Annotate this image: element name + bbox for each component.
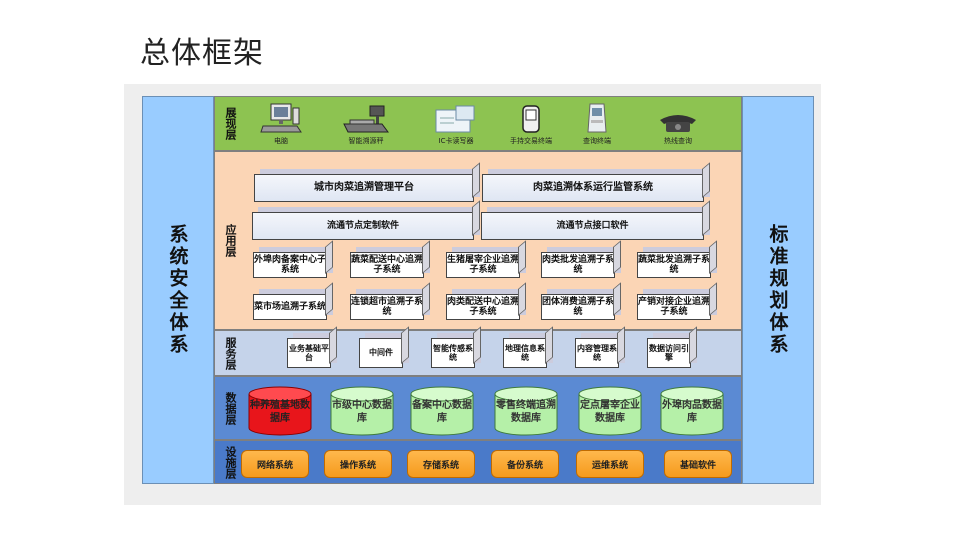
database-label: 备案中心数据库 <box>412 400 472 424</box>
infra-box: 网络系统 <box>241 450 309 478</box>
database-label: 市级中心数据库 <box>332 400 392 424</box>
data-layer-label: 数据层 <box>224 391 237 425</box>
card-reader-icon <box>421 100 491 134</box>
service-box: 中间件 <box>359 338 403 368</box>
subsystem-box: 蔬菜批发追溯子系统 <box>637 252 711 278</box>
database-label: 零售终端追溯数据库 <box>496 400 556 424</box>
service-box: 地理信息系统 <box>503 338 547 368</box>
standard-system-column: 标准规划体系 <box>742 96 814 484</box>
service-box: 数据访问引擎 <box>647 338 691 368</box>
scale-icon <box>331 100 401 134</box>
handheld-icon <box>496 100 566 134</box>
security-system-label: 系统安全体系 <box>166 224 189 356</box>
database-cylinder: 定点屠宰企业数据库 <box>578 386 642 436</box>
device-scale: 智能溯源秤 <box>331 100 401 146</box>
service-box: 智能传感系统 <box>431 338 475 368</box>
database-label: 种养殖基地数据库 <box>250 400 310 424</box>
database-label: 外埠肉品数据库 <box>662 400 722 424</box>
device-label: 热线查询 <box>664 137 692 145</box>
device-card-reader: IC卡读写器 <box>421 100 491 146</box>
device-label: 查询终端 <box>583 137 611 145</box>
platform-box: 城市肉菜追溯管理平台 <box>254 174 474 202</box>
device-label: IC卡读写器 <box>438 137 474 145</box>
device-computer: 电脑 <box>246 100 316 146</box>
subsystem-box: 连锁超市追溯子系统 <box>350 294 424 320</box>
subsystem-box: 菜市场追溯子系统 <box>253 294 327 320</box>
subsystem-box: 生猪屠宰企业追溯子系统 <box>446 252 520 278</box>
database-cylinder: 市级中心数据库 <box>330 386 394 436</box>
device-label: 智能溯源秤 <box>348 137 384 145</box>
standard-system-label: 标准规划体系 <box>766 224 789 356</box>
subsystem-box: 肉类配送中心追溯子系统 <box>446 294 520 320</box>
infra-box: 运维系统 <box>576 450 644 478</box>
subsystem-box: 外埠肉备案中心子系统 <box>253 252 327 278</box>
subsystem-box: 肉类批发追溯子系统 <box>541 252 615 278</box>
display-layer: 展现层 <box>214 96 742 151</box>
infra-box: 存储系统 <box>407 450 475 478</box>
computer-icon <box>246 100 316 134</box>
device-label: 手持交易终端 <box>510 137 552 145</box>
infra-box: 备份系统 <box>491 450 559 478</box>
platform-box: 肉菜追溯体系运行监管系统 <box>482 174 704 202</box>
database-cylinder: 零售终端追溯数据库 <box>494 386 558 436</box>
service-layer-label: 服务层 <box>224 336 237 370</box>
kiosk-icon <box>562 100 632 134</box>
database-cylinder: 外埠肉品数据库 <box>660 386 724 436</box>
infra-box: 基础软件 <box>664 450 732 478</box>
phone-icon <box>643 100 713 134</box>
device-label: 电脑 <box>274 137 288 145</box>
page-title: 总体框架 <box>140 36 264 71</box>
infrastructure-layer-label: 设施层 <box>224 445 237 479</box>
service-box: 内容管理系统 <box>575 338 619 368</box>
subsystem-box: 团体消费追溯子系统 <box>541 294 615 320</box>
display-layer-label: 展现层 <box>224 107 237 140</box>
device-handheld: 手持交易终端 <box>496 100 566 146</box>
software-box: 流通节点接口软件 <box>481 212 704 240</box>
device-kiosk: 查询终端 <box>562 100 632 146</box>
database-cylinder: 种养殖基地数据库 <box>248 386 312 436</box>
device-phone: 热线查询 <box>643 100 713 146</box>
subsystem-box: 产销对接企业追溯子系统 <box>637 294 711 320</box>
software-box: 流通节点定制软件 <box>252 212 474 240</box>
subsystem-box: 蔬菜配送中心追溯子系统 <box>350 252 424 278</box>
database-label: 定点屠宰企业数据库 <box>580 400 640 424</box>
database-cylinder: 备案中心数据库 <box>410 386 474 436</box>
infra-box: 操作系统 <box>324 450 392 478</box>
security-system-column: 系统安全体系 <box>142 96 214 484</box>
service-box: 业务基础平台 <box>287 338 331 368</box>
application-layer-label: 应用层 <box>224 224 237 257</box>
